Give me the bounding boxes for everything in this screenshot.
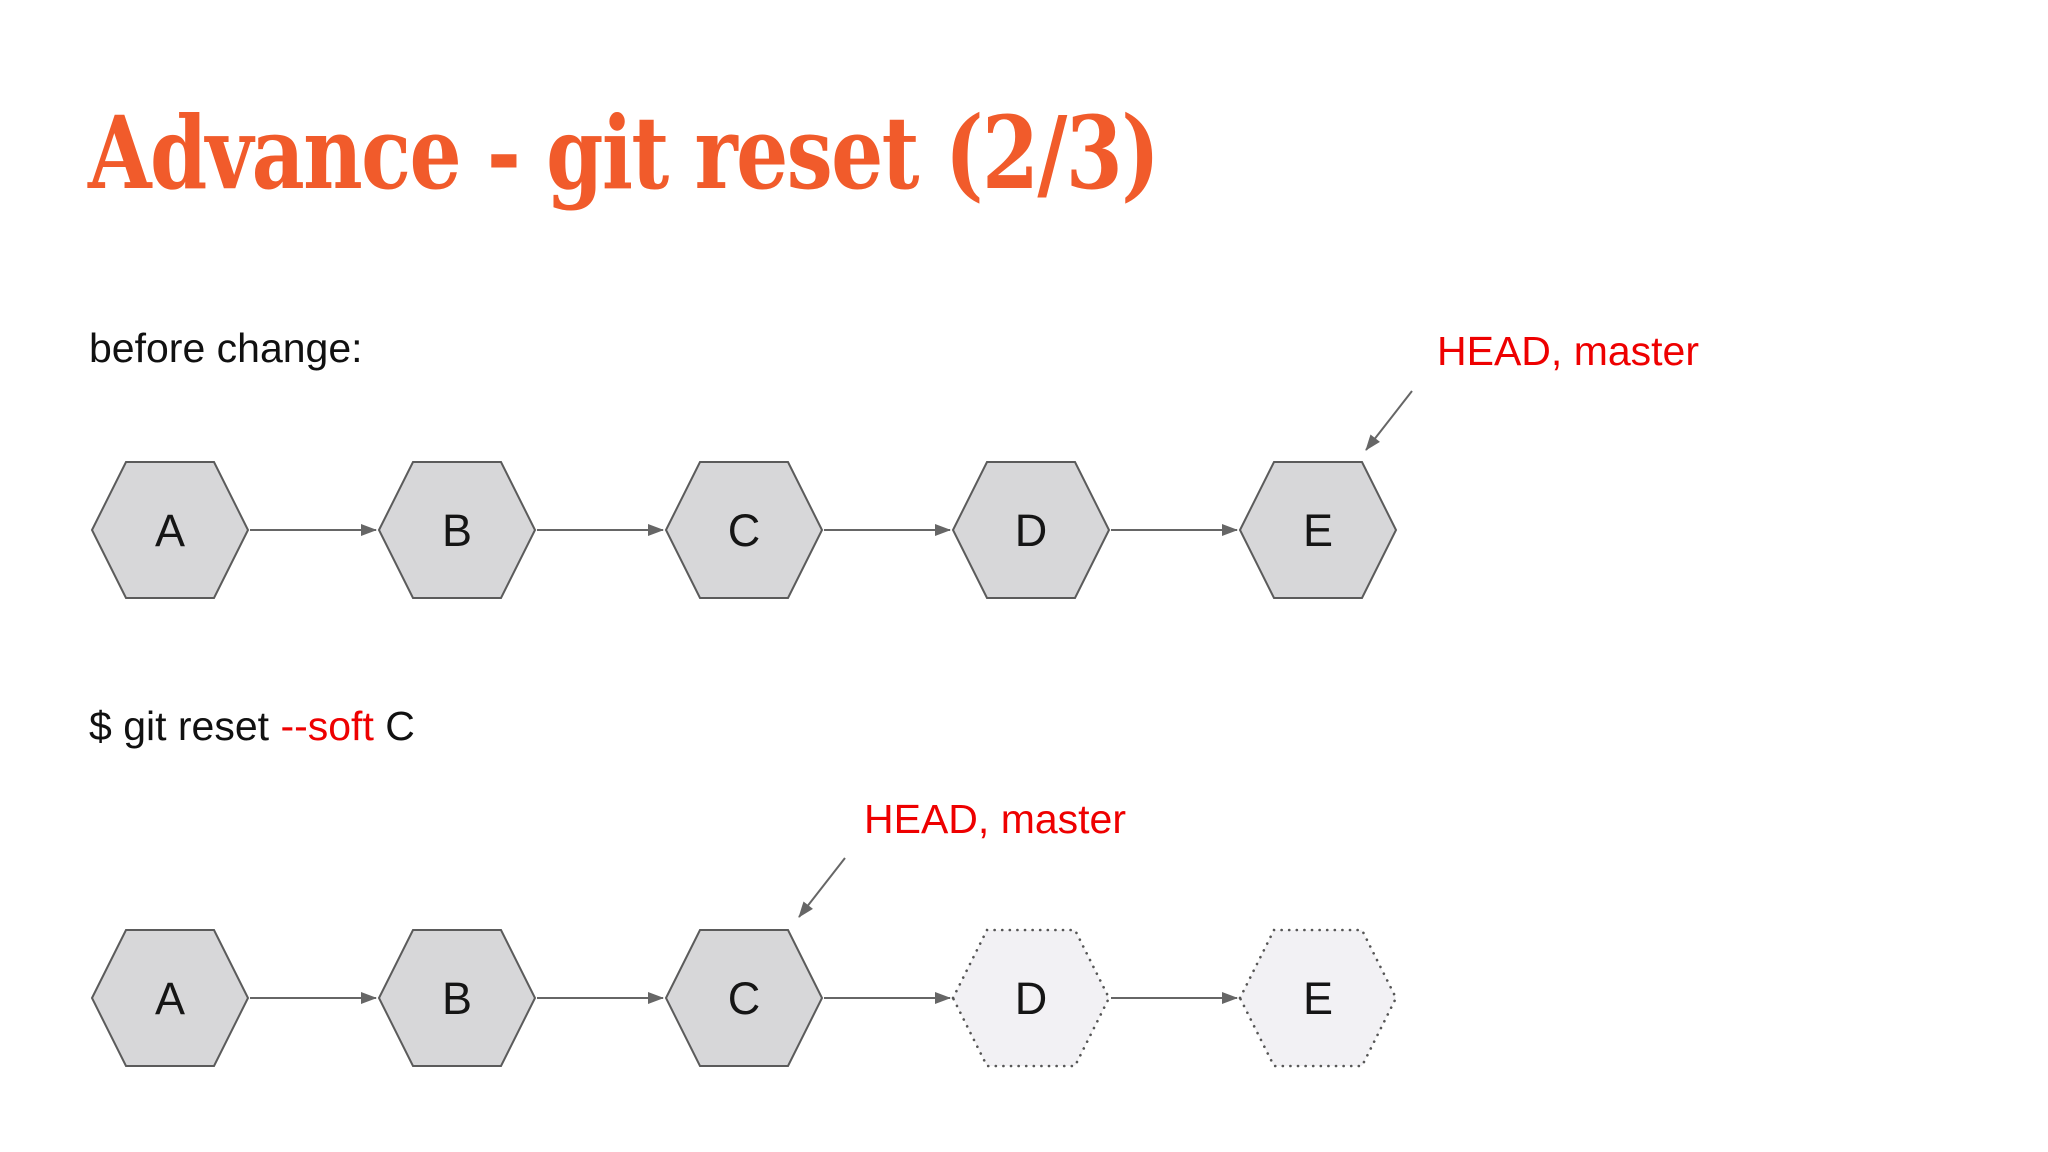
commit-label: E [1303,973,1333,1024]
hexagon-shape [90,461,250,599]
hexagon-shape [377,929,537,1067]
commit-label: A [155,973,185,1024]
commit-node-B-after: B [377,929,537,1067]
slide-title: Advance - git reset (2/3) [88,94,1160,212]
hexagon-shape-dotted [1238,928,1398,1068]
before-change-caption: before change: [89,325,363,371]
hexagon-shape [951,461,1111,599]
hexagon-shape [664,929,824,1067]
hexagon-shape [664,461,824,599]
commit-node-E-after-faded: E [1238,928,1398,1068]
commit-label: B [442,973,472,1024]
commit-label: E [1303,505,1333,556]
head-pointer-arrow-before [1365,390,1413,451]
hexagon-shape-dotted [951,928,1111,1068]
commit-node-D-after-faded: D [951,928,1111,1068]
commit-node-A-after: A [90,929,250,1067]
git-reset-command: $ git reset --soft C [89,702,415,751]
commit-node-E-before: E [1238,461,1398,599]
command-flag-soft: --soft [280,703,374,749]
commit-label: B [442,505,472,556]
hexagon-shape [377,461,537,599]
commit-label: C [728,505,761,556]
commit-label: D [1015,505,1048,556]
commit-label: C [728,973,761,1024]
commit-label: D [1015,973,1048,1024]
commit-node-C-before: C [664,461,824,599]
commit-node-A-before: A [90,461,250,599]
commit-node-D-before: D [951,461,1111,599]
head-master-label-after: HEAD, master [864,796,1126,842]
diagram-after: A B C D E [90,857,1398,1068]
head-pointer-arrow-after [798,857,846,918]
hexagon-shape [1238,461,1398,599]
commit-label: A [155,505,185,556]
diagram-before: A B C D E [90,390,1413,599]
commit-node-C-after: C [664,929,824,1067]
commit-node-B-before: B [377,461,537,599]
command-suffix: C [373,703,415,749]
hexagon-shape [90,929,250,1067]
command-prefix: $ git reset [89,703,281,749]
head-master-label-before: HEAD, master [1437,328,1699,374]
